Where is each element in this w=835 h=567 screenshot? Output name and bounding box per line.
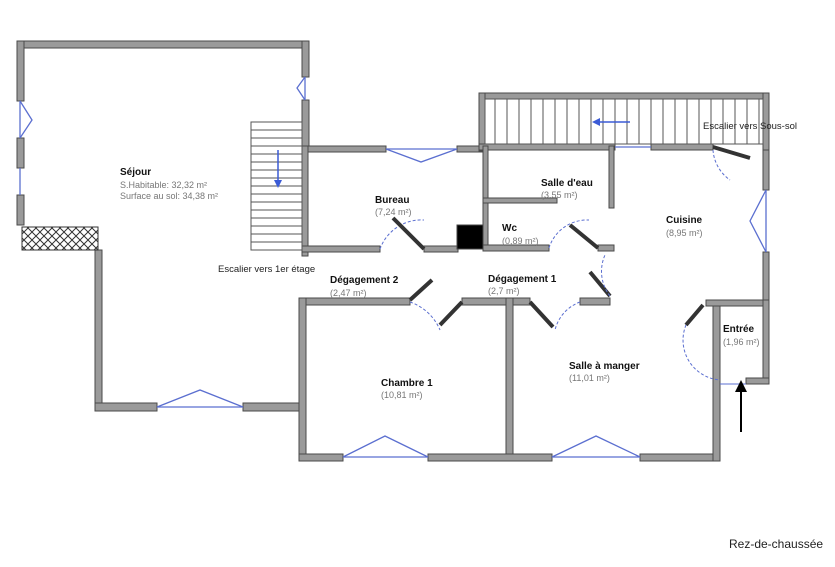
room-area: (7,24 m²) bbox=[375, 207, 412, 217]
room-degagement1: Dégagement 1 (2,7 m²) bbox=[488, 274, 557, 296]
room-area: (0,89 m²) bbox=[502, 236, 539, 246]
walls bbox=[16, 40, 770, 462]
room-area: (1,96 m²) bbox=[723, 337, 760, 347]
room-name: Entrée bbox=[723, 324, 755, 335]
room-wc: Wc (0,89 m²) bbox=[502, 223, 539, 246]
room-name: Wc bbox=[502, 223, 517, 234]
room-name: Salle à manger bbox=[569, 361, 640, 372]
room-sejour: Séjour S.Habitable: 32,32 m² Surface au … bbox=[120, 167, 218, 201]
room-floor-area: Surface au sol: 34,38 m² bbox=[120, 191, 218, 201]
room-degagement2: Dégagement 2 (2,47 m²) bbox=[330, 275, 399, 298]
room-name: Dégagement 2 bbox=[330, 275, 399, 286]
stairs-down bbox=[484, 98, 764, 145]
room-cuisine: Cuisine (8,95 m²) bbox=[666, 215, 703, 238]
room-area: (8,95 m²) bbox=[666, 228, 703, 238]
room-salle-eau: Salle d'eau (3,55 m²) bbox=[541, 178, 593, 200]
room-name: Dégagement 1 bbox=[488, 274, 557, 285]
room-bureau: Bureau (7,24 m²) bbox=[375, 195, 412, 217]
room-area: (10,81 m²) bbox=[381, 390, 423, 400]
doors bbox=[379, 145, 751, 385]
level-label: Rez-de-chaussée bbox=[729, 537, 823, 551]
room-name: Séjour bbox=[120, 167, 151, 178]
room-area: (11,01 m²) bbox=[569, 373, 610, 383]
room-area: (2,7 m²) bbox=[488, 286, 520, 296]
room-name: Chambre 1 bbox=[381, 378, 433, 389]
room-name: Cuisine bbox=[666, 215, 703, 226]
balcony-hatch bbox=[21, 226, 99, 251]
room-habitable-area: S.Habitable: 32,32 m² bbox=[120, 180, 207, 190]
stairs-up-label: Escalier vers 1er étage bbox=[218, 264, 315, 275]
room-name: Salle d'eau bbox=[541, 178, 593, 189]
entrance-arrow-icon bbox=[735, 380, 747, 432]
room-name: Bureau bbox=[375, 195, 409, 206]
stairs-up bbox=[250, 121, 303, 251]
room-entree: Entrée (1,96 m²) bbox=[723, 324, 760, 347]
stairs-down-label: Escalier vers Sous-sol bbox=[703, 121, 797, 132]
room-salle-manger: Salle à manger (11,01 m²) bbox=[569, 361, 640, 383]
windows bbox=[19, 76, 767, 458]
room-chambre1: Chambre 1 (10,81 m²) bbox=[381, 378, 433, 400]
room-area: (2,47 m²) bbox=[330, 288, 367, 298]
room-area: (3,55 m²) bbox=[541, 190, 578, 200]
